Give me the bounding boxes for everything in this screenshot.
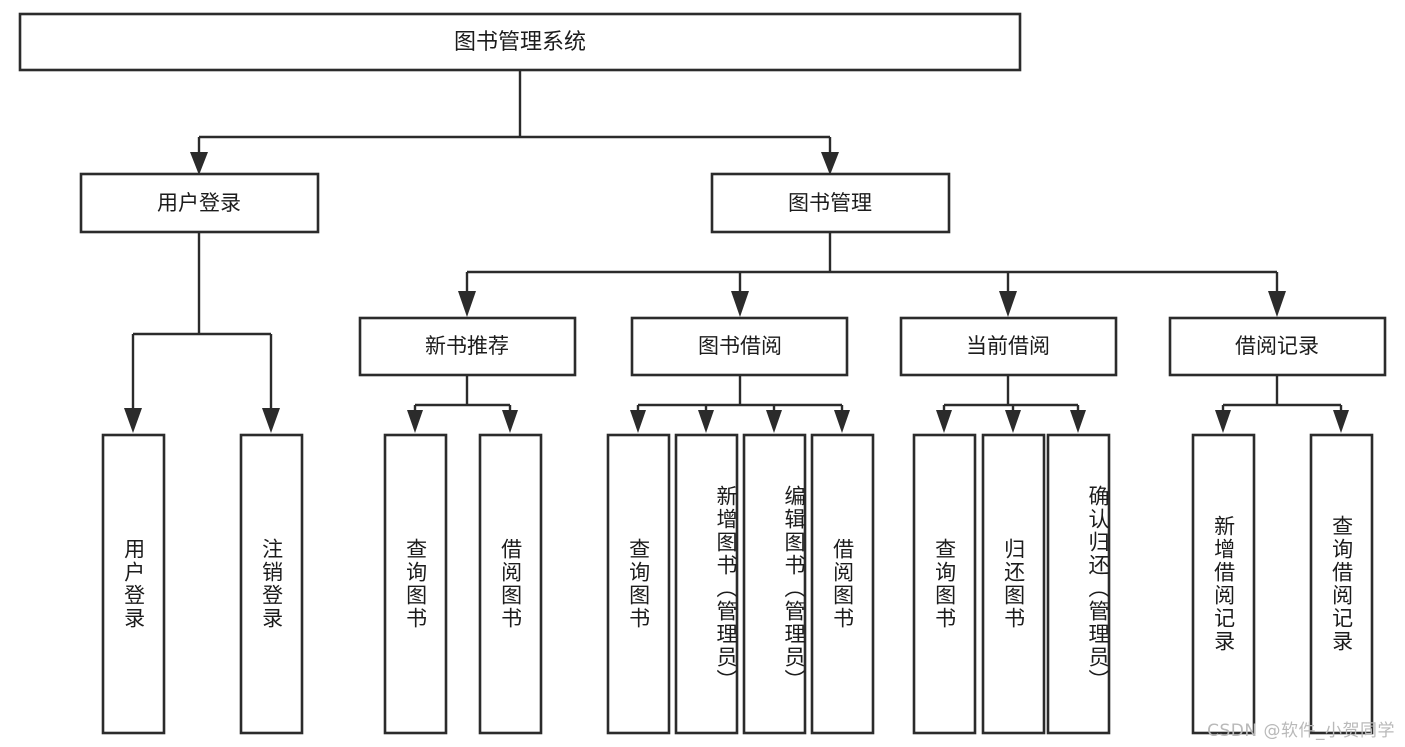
node-current-borrow-box[interactable] — [899, 316, 1118, 377]
arrowhead-user-login — [190, 152, 208, 175]
arrowhead-leaf-return-book — [1005, 410, 1021, 433]
arrowhead-leaf-query-book-2 — [630, 410, 646, 433]
arrowhead-leaf-add-record — [1215, 410, 1231, 433]
arrowhead-book-management — [821, 152, 839, 175]
connector-group-book-borrow — [630, 375, 850, 433]
arrowhead-leaf-borrow-book-2 — [834, 410, 850, 433]
leaf-box-borrow-book-1[interactable] — [478, 433, 543, 735]
arrowhead-borrow-record — [1268, 291, 1286, 317]
arrowhead-new-book — [458, 291, 476, 317]
node-borrow-record[interactable]: 借阅记录 — [1168, 316, 1387, 377]
leaf-boxes — [101, 433, 1374, 735]
node-user-login-box[interactable] — [79, 172, 320, 234]
node-new-book-recommend-label: 新书推荐 — [425, 334, 509, 358]
node-root-box[interactable] — [18, 12, 1022, 72]
watermark-text: CSDN @软件_小贺同学 — [1207, 721, 1395, 741]
node-root-label: 图书管理系统 — [454, 30, 586, 55]
leaf-box-borrow-book-2[interactable] — [810, 433, 875, 735]
arrowhead-current-borrow — [999, 291, 1017, 317]
node-borrow-record-box[interactable] — [1168, 316, 1387, 377]
node-book-management-box[interactable] — [710, 172, 951, 234]
arrowhead-leaf-query-book-3 — [936, 410, 952, 433]
connector-group-book-management — [458, 232, 1286, 317]
node-current-borrow[interactable]: 当前借阅 — [899, 316, 1118, 377]
node-current-borrow-label: 当前借阅 — [966, 334, 1050, 358]
leaf-box-query-book-2[interactable] — [606, 433, 671, 735]
arrowhead-book-borrow — [731, 291, 749, 317]
leaf-box-user-login[interactable] — [101, 433, 166, 735]
connector-group-root — [190, 70, 839, 175]
connector-group-borrow-record — [1215, 375, 1349, 433]
leaf-box-query-record[interactable] — [1309, 433, 1374, 735]
leaf-box-query-book-1[interactable] — [383, 433, 448, 735]
arrowhead-leaf-borrow-book-1 — [502, 410, 518, 433]
node-book-borrow[interactable]: 图书借阅 — [630, 316, 849, 377]
node-book-borrow-box[interactable] — [630, 316, 849, 377]
arrowhead-leaf-query-record — [1333, 410, 1349, 433]
node-user-login[interactable]: 用户登录 — [79, 172, 320, 234]
connector-group-user-login — [124, 232, 280, 433]
node-book-management[interactable]: 图书管理 — [710, 172, 951, 234]
node-new-book-recommend[interactable]: 新书推荐 — [358, 316, 577, 377]
node-new-book-recommend-box[interactable] — [358, 316, 577, 377]
node-root[interactable]: 图书管理系统 — [18, 12, 1022, 72]
leaf-box-user-logout[interactable] — [239, 433, 304, 735]
leaf-box-add-book[interactable] — [674, 433, 739, 735]
leaf-box-edit-book[interactable] — [742, 433, 807, 735]
arrowhead-leaf-add-book — [698, 410, 714, 433]
connector-group-new-book — [407, 375, 518, 433]
node-borrow-record-label: 借阅记录 — [1235, 334, 1319, 358]
arrowhead-leaf-user-logout — [262, 408, 280, 433]
node-book-borrow-label: 图书借阅 — [698, 334, 782, 358]
arrowhead-leaf-edit-book — [766, 410, 782, 433]
arrowhead-leaf-query-book-1 — [407, 410, 423, 433]
node-user-login-label: 用户登录 — [157, 191, 241, 215]
arrowhead-leaf-confirm-return — [1070, 410, 1086, 433]
leaf-box-query-book-3[interactable] — [912, 433, 977, 735]
arrowhead-leaf-user-login — [124, 408, 142, 433]
leaf-box-confirm-return[interactable] — [1046, 433, 1111, 735]
connector-group-current-borrow — [936, 375, 1086, 433]
leaf-box-add-record[interactable] — [1191, 433, 1256, 735]
node-book-management-label: 图书管理 — [788, 191, 872, 215]
leaf-box-return-book[interactable] — [981, 433, 1046, 735]
